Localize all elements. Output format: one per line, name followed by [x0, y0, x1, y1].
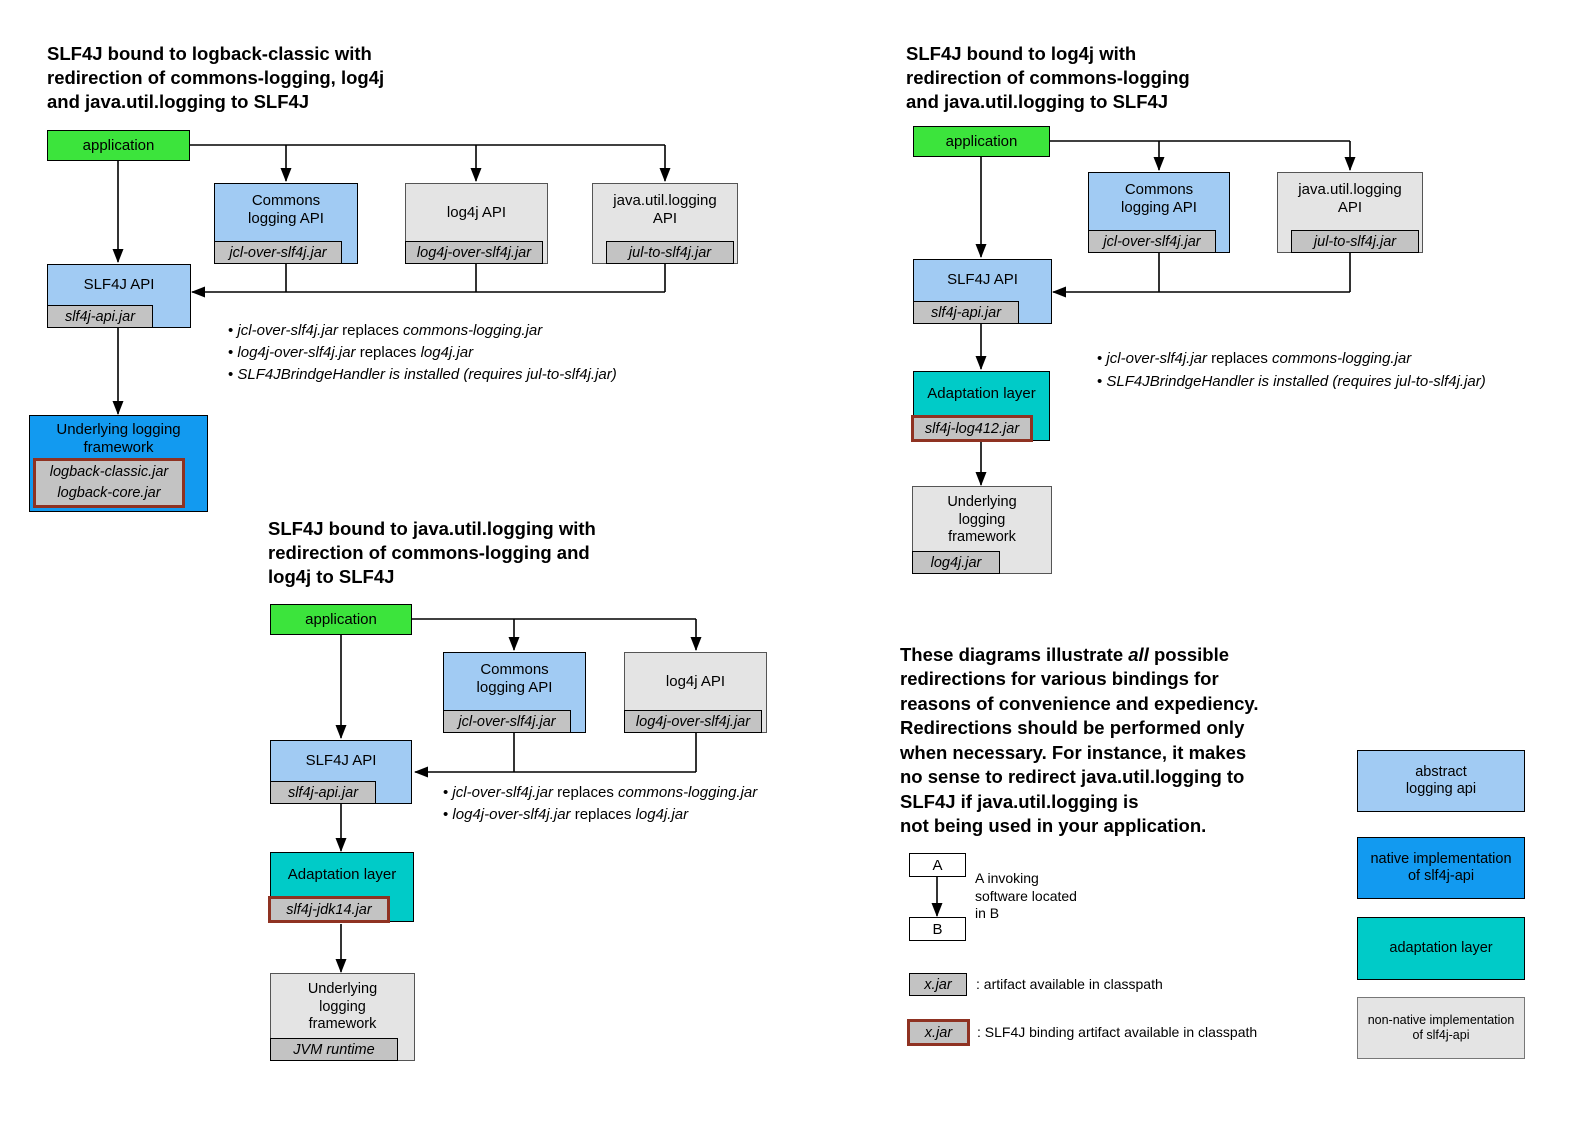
legend-native-impl-box: native implementation of slf4j-api — [1357, 837, 1525, 899]
d3-slf4j-jar-tag: slf4j-api.jar — [270, 781, 376, 804]
d1-note-line: jcl-over-slf4j.jar replaces commons-logg… — [228, 320, 617, 342]
d3-note-line: jcl-over-slf4j.jar replaces commons-logg… — [443, 782, 757, 804]
d2-jul-jar-tag: jul-to-slf4j.jar — [1291, 230, 1419, 253]
d2-adaptation-layer-box: Adaptation layer slf4j-log412.jar — [911, 371, 1050, 442]
legend-box-a: A — [909, 853, 966, 877]
d2-note-line: jcl-over-slf4j.jar replaces commons-logg… — [1097, 347, 1486, 370]
d1-note-line: log4j-over-slf4j.jar replaces log4j.jar — [228, 342, 617, 364]
d3-underlying-framework-box: Underlying logging framework JVM runtime — [270, 973, 415, 1061]
legend-invoke-caption: A invoking software located in B — [975, 870, 1077, 921]
d3-slf4j-api-box: SLF4J API slf4j-api.jar — [270, 740, 412, 804]
d1-commons-label: Commons logging API — [248, 192, 324, 227]
d2-underlying-framework-box: Underlying logging framework log4j.jar — [912, 486, 1052, 574]
d1-jul-api-box: java.util.logging API jul-to-slf4j.jar — [592, 183, 738, 264]
d1-underlying-jar-tag: logback-classic.jar logback-core.jar — [33, 458, 185, 508]
d2-notes-list: jcl-over-slf4j.jar replaces commons-logg… — [1097, 347, 1486, 393]
legend-box-b: B — [909, 917, 966, 941]
d2-application-box: application — [913, 126, 1050, 157]
diagram3-title: SLF4J bound to java.util.logging with re… — [268, 518, 596, 587]
legend-binding-caption: : SLF4J binding artifact available in cl… — [977, 1024, 1258, 1040]
diagram2-title: SLF4J bound to log4j with redirection of… — [906, 43, 1190, 112]
d3-log4j-jar-tag: log4j-over-slf4j.jar — [624, 710, 762, 733]
d3-underlying-jar-tag: JVM runtime — [270, 1038, 398, 1061]
d1-notes-list: jcl-over-slf4j.jar replaces commons-logg… — [228, 320, 617, 386]
d1-jul-jar-tag: jul-to-slf4j.jar — [606, 241, 734, 264]
d3-adaptation-layer-box: Adaptation layer slf4j-jdk14.jar — [268, 852, 414, 923]
d2-adaptation-label: Adaptation layer — [927, 385, 1036, 402]
diagram1-title: SLF4J bound to logback-classic with redi… — [47, 43, 385, 112]
d1-slf4j-label: SLF4J API — [83, 276, 155, 293]
d3-commons-label: Commons logging API — [476, 661, 553, 696]
d2-commons-jar-tag: jcl-over-slf4j.jar — [1088, 230, 1216, 253]
d1-underlying-label: Underlying logging framework — [56, 421, 181, 456]
d2-slf4j-api-box: SLF4J API slf4j-api.jar — [913, 259, 1052, 324]
d1-log4j-api-box: log4j API log4j-over-slf4j.jar — [405, 183, 548, 264]
d1-slf4j-jar-tag: slf4j-api.jar — [47, 305, 153, 328]
d1-application-box: application — [47, 130, 190, 161]
d3-log4j-label: log4j API — [665, 673, 726, 690]
d3-log4j-api-box: log4j API log4j-over-slf4j.jar — [624, 652, 767, 733]
d3-note-line: log4j-over-slf4j.jar replaces log4j.jar — [443, 804, 757, 826]
d3-application-box: application — [270, 604, 412, 635]
d3-adaptation-jar-tag: slf4j-jdk14.jar — [268, 896, 390, 923]
d1-commons-logging-api-box: Commons logging API jcl-over-slf4j.jar — [214, 183, 358, 264]
d3-application-label: application — [305, 611, 377, 628]
d2-jul-api-box: java.util.logging API jul-to-slf4j.jar — [1277, 172, 1423, 253]
d2-slf4j-label: SLF4J API — [947, 271, 1018, 288]
d3-slf4j-label: SLF4J API — [305, 752, 377, 769]
d3-commons-logging-api-box: Commons logging API jcl-over-slf4j.jar — [443, 652, 586, 733]
d2-underlying-label: Underlying logging framework — [947, 494, 1017, 545]
legend-abstract-api-box: abstract logging api — [1357, 750, 1525, 812]
d2-underlying-jar-tag: log4j.jar — [912, 551, 1000, 574]
legend-non-native-impl-box: non-native implementation of slf4j-api — [1357, 997, 1525, 1059]
legend-adaptation-layer-box: adaptation layer — [1357, 917, 1525, 980]
d1-slf4j-api-box: SLF4J API slf4j-api.jar — [47, 264, 191, 328]
d2-commons-logging-api-box: Commons logging API jcl-over-slf4j.jar — [1088, 172, 1230, 253]
d1-jul-label: java.util.logging API — [613, 192, 717, 227]
d3-commons-jar-tag: jcl-over-slf4j.jar — [443, 710, 571, 733]
d2-note-line: SLF4JBrindgeHandler is installed (requir… — [1097, 370, 1485, 393]
d2-adaptation-jar-tag: slf4j-log412.jar — [911, 415, 1033, 442]
d1-underlying-framework-box: Underlying logging framework logback-cla… — [29, 415, 208, 512]
legend-box-b-label: B — [932, 921, 943, 938]
legend-box-a-label: A — [932, 857, 943, 874]
d1-note-line: SLF4JBrindgeHandler is installed (requir… — [228, 364, 616, 386]
d2-commons-label: Commons logging API — [1121, 181, 1197, 216]
legend-artifact-caption: : artifact available in classpath — [976, 976, 1163, 992]
d2-slf4j-jar-tag: slf4j-api.jar — [913, 301, 1019, 324]
d2-jul-label: java.util.logging API — [1298, 181, 1402, 216]
explanation-note: These diagrams illustrate all possible r… — [900, 643, 1259, 837]
legend-artifact-jar-tag: x.jar — [909, 973, 967, 996]
d3-notes-list: jcl-over-slf4j.jar replaces commons-logg… — [443, 782, 757, 826]
d2-application-label: application — [945, 133, 1018, 150]
d1-commons-jar-tag: jcl-over-slf4j.jar — [214, 241, 342, 264]
legend-binding-jar-tag: x.jar — [907, 1019, 970, 1046]
d1-application-label: application — [82, 137, 155, 154]
d3-adaptation-label: Adaptation layer — [287, 866, 397, 883]
d3-underlying-label: Underlying logging framework — [307, 981, 378, 1032]
d1-log4j-label: log4j API — [446, 204, 507, 221]
d1-log4j-jar-tag: log4j-over-slf4j.jar — [405, 241, 543, 264]
